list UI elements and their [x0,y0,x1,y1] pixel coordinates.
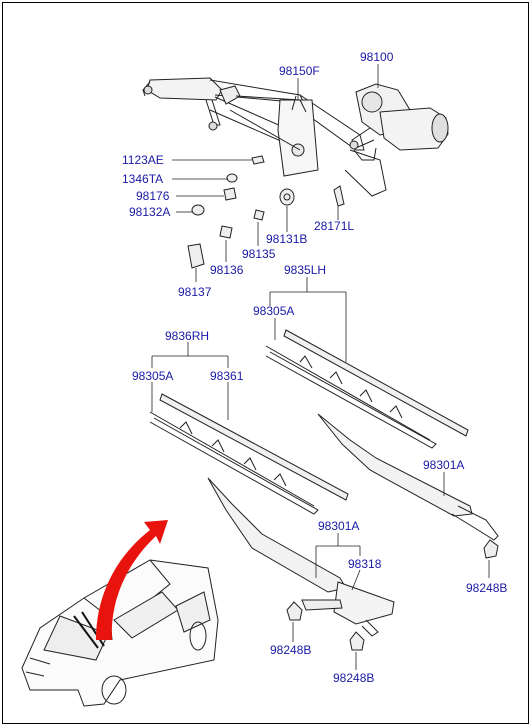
wiper-blade-icon [149,393,349,515]
vehicle-icon [21,559,219,707]
part-label-98100: 98100 [360,50,394,64]
part-label-98136: 98136 [210,263,244,277]
part-label-98248b-left: 98248B [270,643,312,657]
part-label-98248b-right: 98248B [466,581,508,595]
part-label-1123ae: 1123AE [122,153,164,167]
wiper-motor-icon [349,83,449,151]
part-label-1346ta: 1346TA [122,172,164,186]
part-label-98132a: 98132A [129,205,171,219]
part-label-98248b-bottom: 98248B [333,671,375,685]
part-label-9835lh: 9835LH [284,263,327,277]
part-label-98318: 98318 [348,557,382,571]
part-label-28171l: 28171L [314,219,355,233]
wiper-linkage-icon [142,77,387,197]
wiper-arm-icon [317,413,499,541]
part-label-98150f: 98150F [279,64,320,78]
part-label-98301a-lower: 98301A [318,519,360,533]
part-label-98361: 98361 [210,369,244,383]
part-label-98135: 98135 [242,247,276,261]
part-label-98137: 98137 [178,285,212,299]
part-label-98305a-rh: 98305A [132,369,174,383]
leader-lines [151,64,490,670]
wiper-arm-icon [207,477,395,637]
pivot-cap-icon [286,539,499,651]
wiper-blade-icon [265,329,469,449]
part-label-98301a-right: 98301A [423,458,465,472]
part-label-98305a-lh: 98305A [253,304,295,318]
red-arrow-icon [96,520,168,640]
hardware-icons [187,155,345,269]
part-label-98131b: 98131B [266,232,308,246]
part-label-98176: 98176 [136,189,170,203]
part-label-9836rh: 9836RH [165,329,210,343]
